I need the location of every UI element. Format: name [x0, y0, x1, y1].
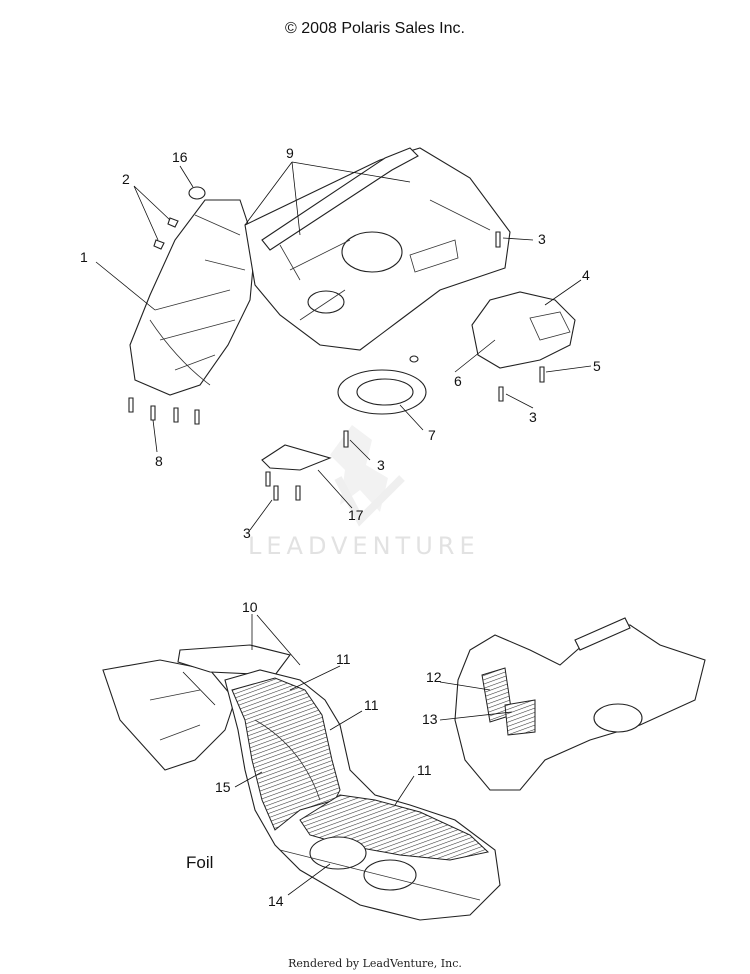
callout-11a: 11 — [336, 651, 351, 667]
part-9-floor-pan — [244, 147, 511, 351]
foil-right-assembly — [454, 617, 706, 791]
part-4-heat-shield — [471, 291, 576, 369]
callout-3d: 3 — [243, 525, 251, 541]
watermark-logo — [330, 425, 405, 527]
part-7-ring — [337, 369, 427, 415]
copyright-text: © 2008 Polaris Sales Inc. — [285, 20, 465, 37]
fastener-screws — [128, 231, 545, 501]
foil-floor-pan — [224, 669, 501, 921]
callout-17: 17 — [348, 507, 364, 523]
part-16-ring — [188, 186, 206, 200]
callout-8: 8 — [155, 453, 163, 469]
part-17-bracket — [261, 444, 332, 471]
leader-lines-top — [95, 161, 592, 531]
foil-left-panel — [102, 659, 236, 771]
callout-3a: 3 — [538, 231, 546, 247]
callout-15: 15 — [215, 779, 231, 795]
leader-lines-bottom — [182, 614, 513, 896]
callout-2: 2 — [122, 171, 130, 187]
callout-7: 7 — [428, 427, 436, 443]
callout-6: 6 — [454, 373, 462, 389]
footer-credit: Rendered by LeadVenture, Inc. — [288, 957, 462, 970]
watermark-text: LEADVENTURE — [248, 532, 480, 560]
foil-label: Foil — [186, 853, 213, 872]
part-2-rivets — [153, 217, 179, 250]
callout-11b: 11 — [364, 697, 379, 713]
callout-10: 10 — [242, 599, 258, 615]
callout-1: 1 — [80, 249, 88, 265]
callout-5: 5 — [593, 358, 601, 374]
callout-16: 16 — [172, 149, 188, 165]
part-1-side-panel — [129, 199, 256, 396]
callout-3c: 3 — [377, 457, 385, 473]
part-6-nut — [409, 355, 419, 363]
callout-11c: 11 — [417, 762, 432, 778]
callout-14: 14 — [268, 893, 284, 909]
callout-3b: 3 — [529, 409, 537, 425]
callout-12: 12 — [426, 669, 442, 685]
callout-9: 9 — [286, 145, 294, 161]
callout-13: 13 — [422, 711, 438, 727]
callout-4: 4 — [582, 267, 590, 283]
